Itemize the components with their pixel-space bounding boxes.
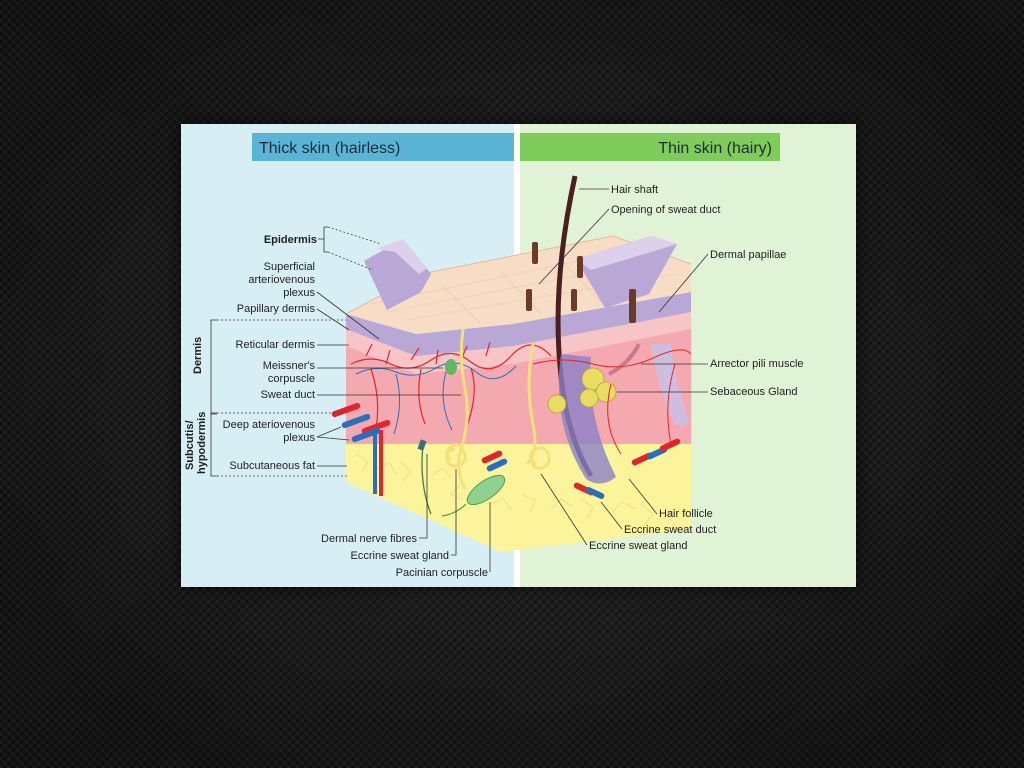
label-reticular-dermis: Reticular dermis <box>236 339 316 351</box>
label-pacinian: Pacinian corpuscle <box>396 567 488 579</box>
label-left-eccrine-gland: Eccrine sweat gland <box>351 550 449 562</box>
label-deep-plexus-2: plexus <box>283 432 315 444</box>
skin-diagram-svg: Thick skin (hairless) Thin skin (hairy) <box>181 124 856 587</box>
label-superficial-plexus-2: arteriovenous <box>248 274 315 286</box>
right-panel-title: Thin skin (hairy) <box>658 140 772 157</box>
label-opening-sweat-duct: Opening of sweat duct <box>611 204 720 216</box>
label-sweat-duct: Sweat duct <box>261 389 315 401</box>
right-deep-vessels <box>573 438 681 499</box>
sebaceous-gland <box>547 367 617 414</box>
left-header-bar <box>252 133 514 161</box>
skin-diagram-slide: Thick skin (hairless) Thin skin (hairy) <box>181 124 856 587</box>
label-subcutis-1: Subcutis/ <box>184 420 196 470</box>
pacinian-corpuscle <box>466 474 506 506</box>
label-deep-plexus-1: Deep ateriovenous <box>223 419 316 431</box>
left-eccrine-gland <box>445 443 467 468</box>
surface-hairs <box>526 242 636 323</box>
label-superficial-plexus-3: plexus <box>283 287 315 299</box>
skin-block-illustration <box>331 175 692 552</box>
label-subcutis-2: hypodermis <box>196 412 208 474</box>
label-sebaceous-gland: Sebaceous Gland <box>710 386 797 398</box>
left-sweat-duct <box>457 328 469 490</box>
label-dermis-bracket: Dermis <box>192 337 204 374</box>
label-right-eccrine-gland: Eccrine sweat gland <box>589 540 687 552</box>
left-panel-title: Thick skin (hairless) <box>259 140 400 157</box>
label-hair-shaft: Hair shaft <box>611 184 658 196</box>
label-papillary-dermis: Papillary dermis <box>237 303 316 315</box>
dermal-nerve-fibres <box>421 443 432 515</box>
label-subcutaneous-fat: Subcutaneous fat <box>229 460 315 472</box>
label-epidermis: Epidermis <box>264 234 317 246</box>
arrector-pili <box>608 343 641 376</box>
right-sweat-duct <box>525 343 537 466</box>
right-header-bar <box>520 133 780 161</box>
label-meissner-2: corpuscle <box>268 373 315 385</box>
right-eccrine-gland <box>529 446 551 470</box>
hair-follicle <box>558 354 616 484</box>
label-superficial-plexus-1: Superficial <box>264 261 315 273</box>
label-meissner-1: Meissner's <box>263 360 316 372</box>
label-arrector-pili: Arrector pili muscle <box>710 358 804 370</box>
basal-layer <box>346 292 691 356</box>
label-dermal-nerve: Dermal nerve fibres <box>321 533 417 545</box>
label-right-eccrine-duct: Eccrine sweat duct <box>624 524 716 536</box>
meissner-corpuscle <box>445 359 457 375</box>
label-hair-follicle: Hair follicle <box>659 508 713 520</box>
label-dermal-papillae: Dermal papillae <box>710 249 786 261</box>
deep-plexus-vessels <box>331 402 508 496</box>
